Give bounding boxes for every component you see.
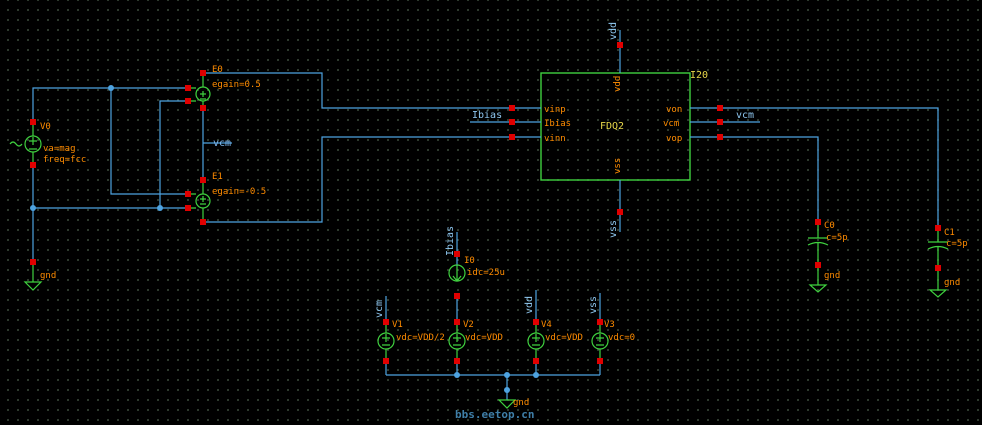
amp-pin-vinn: vinn — [544, 134, 566, 144]
v0-param-freq: freq=fcc — [43, 155, 86, 165]
net-vdd-top: vdd — [608, 22, 619, 40]
vsin-v0[interactable] — [9, 122, 42, 165]
v4-name: V4 — [541, 320, 552, 330]
isource-i0[interactable] — [448, 232, 466, 282]
i0-param: idc=25u — [467, 268, 505, 278]
e1-name: E1 — [212, 172, 223, 182]
v3-param: vdc=0 — [608, 333, 635, 343]
net-vss-bottom: vss — [608, 220, 619, 238]
ground-bottom — [497, 399, 517, 409]
wires — [32, 30, 939, 400]
net-vss-v3: vss — [588, 296, 599, 314]
vcvs-e0[interactable] — [188, 73, 211, 108]
vdc-v4[interactable] — [527, 322, 545, 361]
pins — [30, 42, 941, 364]
wire-e1-out — [203, 136, 512, 223]
wire-cross-2 — [159, 100, 188, 208]
v1-param: vdc=VDD/2 — [396, 333, 445, 343]
wire-v0-top — [32, 87, 188, 122]
e1-param: egain=-0.5 — [212, 187, 266, 197]
v2-param: vdc=VDD — [465, 333, 503, 343]
c1-param: c=5p — [946, 239, 968, 249]
net-vcm-left: vcm — [213, 138, 231, 149]
amp-instance-name: I20 — [690, 70, 708, 81]
gnd-label-c0: gnd — [824, 271, 840, 281]
gnd-label-bottom: gnd — [513, 398, 529, 408]
v0-param-va: va=mag — [43, 144, 76, 154]
gnd-label-left: gnd — [40, 271, 56, 281]
vdc-v3[interactable] — [591, 322, 609, 361]
amp-pin-vdd: vdd — [613, 76, 623, 92]
amplifier-i20[interactable] — [512, 45, 720, 212]
e0-param: egain=0.5 — [212, 80, 261, 90]
vdc-v2[interactable] — [448, 322, 466, 361]
net-ibias: Ibias — [472, 110, 502, 121]
i0-name: I0 — [464, 256, 475, 266]
amp-pin-vss: vss — [613, 158, 623, 174]
vdc-v1[interactable] — [377, 322, 395, 361]
amp-pin-vcm: vcm — [663, 119, 679, 129]
wire-cross-1 — [110, 88, 188, 195]
net-vcm-right: vcm — [736, 110, 754, 121]
v2-name: V2 — [463, 320, 474, 330]
v4-param: vdc=VDD — [545, 333, 583, 343]
e0-name: E0 — [212, 65, 223, 75]
net-vdd-v4: vdd — [524, 296, 535, 314]
capacitor-c0[interactable] — [807, 222, 829, 293]
net-vcm-v1: vcm — [374, 300, 385, 318]
amp-cell-name: FDQ2 — [600, 121, 624, 132]
net-ibias-src: Ibias — [445, 226, 456, 256]
vcvs-e1[interactable] — [188, 180, 211, 222]
wire-e0-out — [203, 72, 512, 109]
watermark: bbs.eetop.cn — [455, 408, 534, 421]
capacitor-c1[interactable] — [927, 228, 949, 298]
junctions — [30, 85, 539, 393]
amp-pin-ibias: Ibias — [544, 119, 571, 129]
c0-param: c=5p — [826, 233, 848, 243]
v3-name: V3 — [604, 320, 615, 330]
v0-name: V0 — [40, 122, 51, 132]
amp-pin-vinp: vinp — [544, 105, 566, 115]
ground-left — [23, 262, 43, 291]
amp-pin-von: von — [666, 105, 682, 115]
wire-von — [720, 107, 939, 228]
c0-name: C0 — [824, 221, 835, 231]
pin-stubs — [512, 45, 720, 212]
wire-vop — [720, 136, 819, 222]
v1-name: V1 — [392, 320, 403, 330]
amp-pin-vop: vop — [666, 134, 682, 144]
c1-name: C1 — [944, 228, 955, 238]
gnd-label-c1: gnd — [944, 278, 960, 288]
